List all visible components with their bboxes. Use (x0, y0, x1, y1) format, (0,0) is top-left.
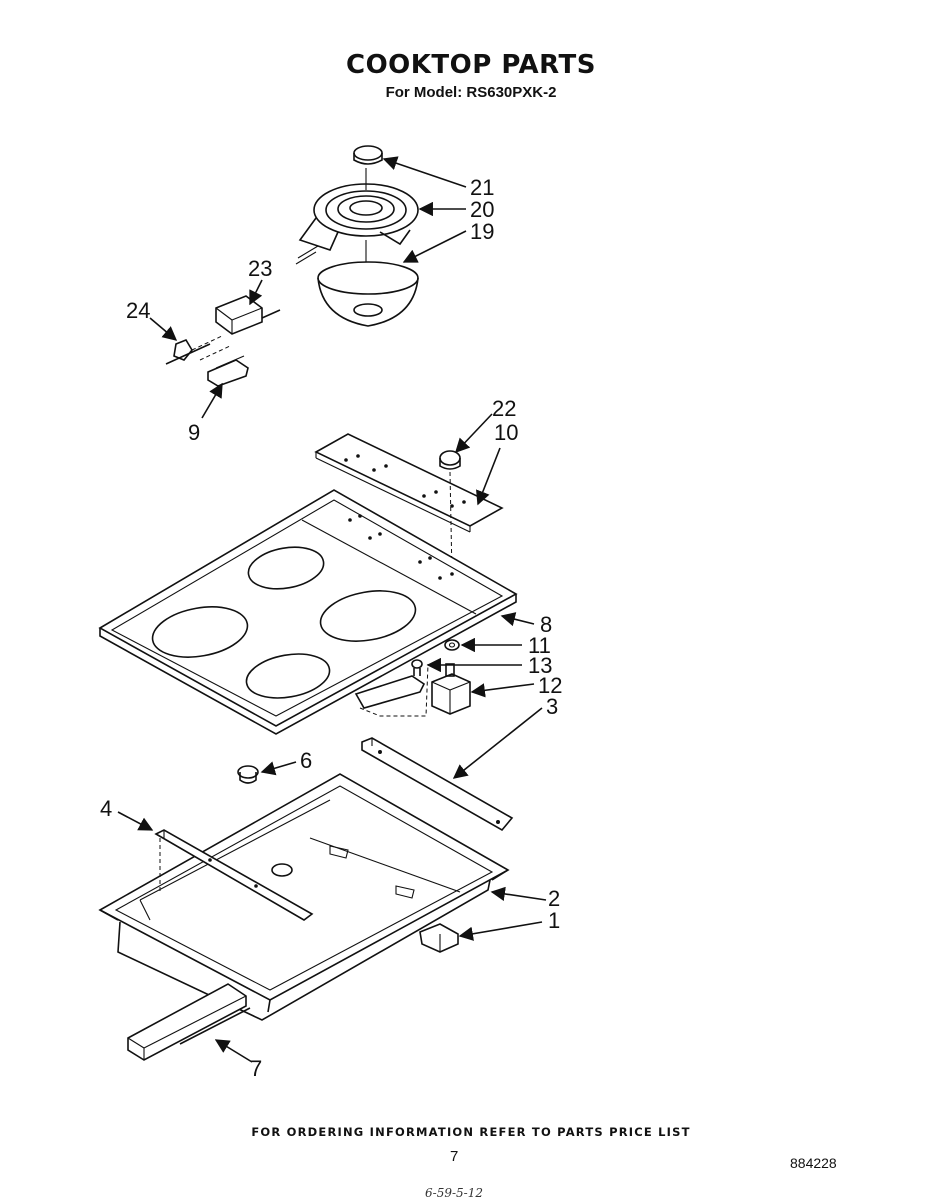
switch-washer (444, 639, 460, 651)
bottom-support-bracket (127, 983, 251, 1061)
document-number: 884228 (790, 1155, 837, 1171)
switch-screw (411, 659, 423, 676)
callout-1: 1 (548, 908, 560, 933)
surface-unit-cap (353, 145, 383, 165)
leader-lines (117, 156, 547, 1063)
surface-element-coil (295, 168, 419, 265)
callout-9: 9 (188, 420, 200, 445)
callout-7: 7 (250, 1056, 262, 1081)
drip-bowl (317, 240, 419, 327)
callout-24: 24 (126, 298, 150, 323)
callout-22: 22 (492, 396, 516, 421)
ordering-note: FOR ORDERING INFORMATION REFER TO PARTS … (251, 1125, 691, 1139)
handwritten-note: 6-59-5-12 (425, 1186, 483, 1200)
control-panel-strip (314, 433, 504, 533)
cross-brace (154, 829, 314, 921)
callout-10: 10 (494, 420, 518, 445)
callout-11: 11 (528, 633, 551, 658)
mounting-bracket-front (419, 923, 459, 953)
callout-13: 13 (528, 653, 552, 678)
infinite-switch (431, 663, 471, 715)
terminal-block (215, 295, 281, 335)
model-subtitle: For Model: RS630PXK-2 (385, 84, 557, 101)
callout-20: 20 (470, 197, 494, 222)
page-title: COOKTOP PARTS (346, 50, 596, 80)
callout-3: 3 (546, 694, 558, 719)
burner-box (98, 773, 510, 1021)
mounting-bracket (199, 345, 249, 387)
callout-6: 6 (300, 748, 312, 773)
callout-4: 4 (100, 796, 112, 821)
callout-2: 2 (548, 886, 560, 911)
cooktop-main-top (98, 489, 518, 735)
callout-19: 19 (470, 219, 494, 244)
callout-23: 23 (248, 256, 272, 281)
callout-12: 12 (538, 673, 562, 698)
callout-8: 8 (540, 612, 552, 637)
page-number: 7 (450, 1148, 459, 1165)
rear-bracket (361, 737, 514, 832)
callout-21: 21 (470, 175, 494, 200)
switch-wire-harness (354, 663, 429, 717)
grommet (237, 765, 259, 784)
receptacle-clip (165, 335, 223, 365)
